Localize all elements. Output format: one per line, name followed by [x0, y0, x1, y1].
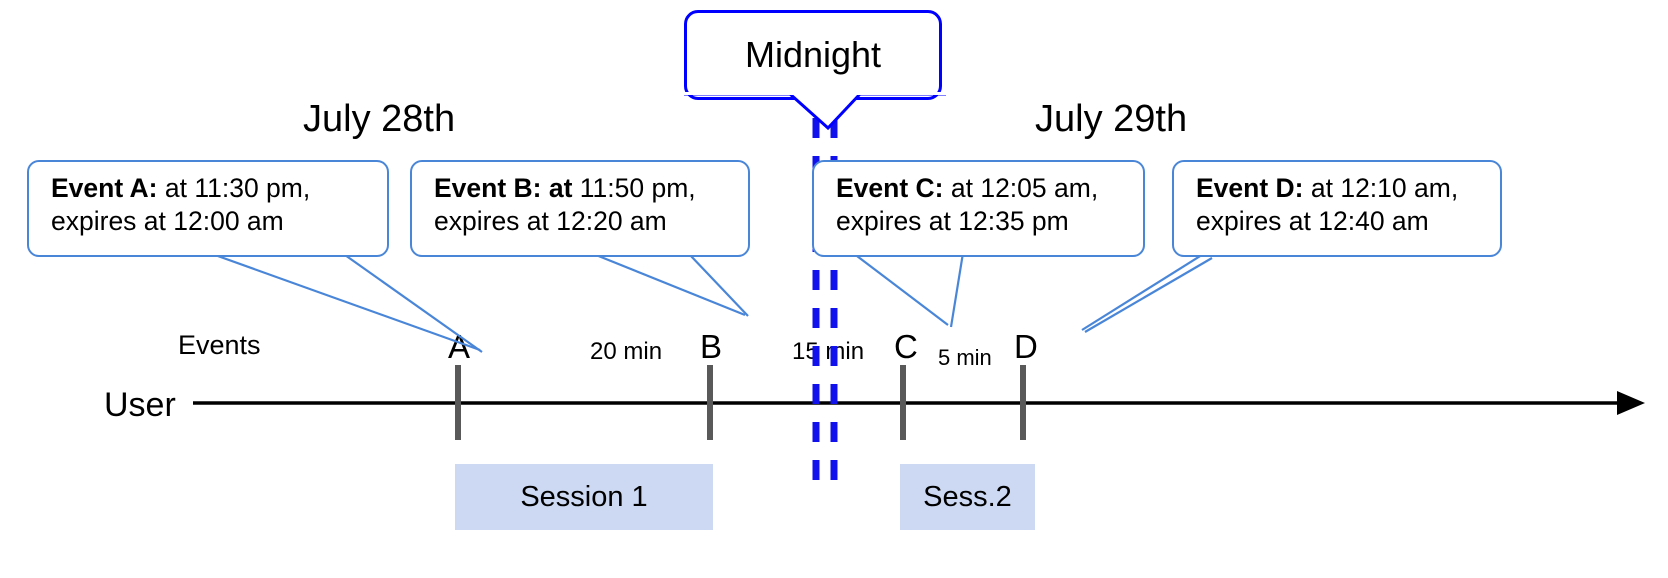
event-callout-b: Event B: at 11:50 pm, expires at 12:20 a…: [410, 160, 750, 257]
event-d-bold: Event D:: [1196, 173, 1304, 203]
event-callout-c: Event C: at 12:05 am, expires at 12:35 p…: [812, 160, 1145, 257]
marker-label-b: B: [700, 328, 723, 365]
event-a-line1: Event A: at 11:30 pm,: [51, 172, 371, 205]
midnight-callout: Midnight: [684, 10, 942, 100]
event-c-rest: at 12:05 am,: [943, 173, 1099, 203]
event-b-rest: 11:50 pm,: [572, 173, 696, 203]
marker-label-c: C: [894, 328, 918, 365]
session-box-2: Sess.2: [900, 464, 1035, 530]
event-c-bold: Event C:: [836, 173, 944, 203]
date-label-left: July 28th: [303, 98, 456, 140]
session-box-1: Session 1: [455, 464, 713, 530]
interval-label-bc: 15 min: [792, 338, 865, 365]
event-callout-d: Event D: at 12:10 am, expires at 12:40 a…: [1172, 160, 1502, 257]
event-c-line2: expires at 12:35 pm: [836, 206, 1069, 237]
midnight-callout-tail: [684, 92, 946, 131]
interval-label-ab: 20 min: [590, 338, 663, 365]
event-callout-a: Event A: at 11:30 pm, expires at 12:00 a…: [27, 160, 389, 257]
event-b-line1: Event B: at 11:50 pm,: [434, 172, 732, 205]
session-1-label: Session 1: [520, 480, 648, 513]
event-d-rest: at 12:10 am,: [1303, 173, 1459, 203]
event-b-bold: Event B: at: [434, 173, 573, 203]
event-d-line2: expires at 12:40 am: [1196, 206, 1429, 237]
event-a-bold: Event A:: [51, 173, 158, 203]
interval-label-cd: 5 min: [938, 345, 992, 370]
event-c-line1: Event C: at 12:05 am,: [836, 172, 1127, 205]
row-label-user: User: [104, 386, 176, 424]
event-b-line2: expires at 12:20 am: [434, 206, 667, 237]
date-label-right: July 29th: [1035, 98, 1188, 140]
session-2-label: Sess.2: [923, 480, 1012, 513]
event-d-line1: Event D: at 12:10 am,: [1196, 172, 1484, 205]
event-a-line2: expires at 12:00 am: [51, 206, 284, 237]
midnight-label: Midnight: [744, 34, 882, 75]
event-a-rest: at 11:30 pm,: [157, 173, 311, 203]
marker-label-d: D: [1014, 328, 1038, 365]
